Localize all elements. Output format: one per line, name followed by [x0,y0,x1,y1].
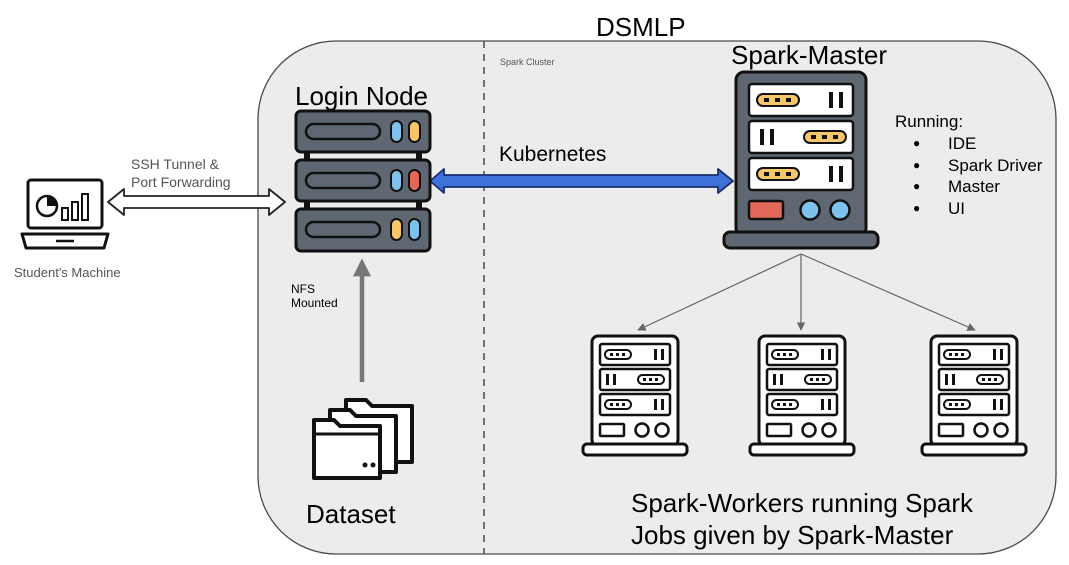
student-machine-label: Student's Machine [14,265,121,280]
running-item-spark-driver: Spark Driver [913,155,1042,177]
dataset-label: Dataset [306,499,396,529]
running-item-ui: UI [913,198,1042,220]
worker-arrow-3 [800,253,976,331]
worker-arrow-1 [637,253,802,331]
worker-server-icon-3 [920,334,1028,457]
workers-caption-line1: Spark-Workers running Spark [631,488,973,518]
workers-caption-line2: Jobs given by Spark-Master [631,520,954,550]
running-list: IDE Spark Driver Master UI [913,133,1042,219]
ssh-label-line1: SSH Tunnel & [131,156,219,172]
master-server-icon [722,70,880,250]
spark-master-label: Spark-Master [731,40,888,70]
worker-server-icon-2 [748,334,856,457]
kubernetes-arrow [429,168,734,194]
running-item-master: Master [913,176,1042,198]
server-rack-icon [294,109,432,253]
worker-server-icon-1 [581,334,689,457]
kubernetes-label: Kubernetes [499,143,607,166]
running-item-ide: IDE [913,133,1042,155]
ssh-arrow [107,188,286,216]
ssh-label-line2: Port Forwarding [131,174,231,190]
nfs-label-line2: Mounted [291,296,338,310]
nfs-label-line1: NFS [291,282,315,296]
diagram-title: DSMLP [596,12,686,42]
running-title: Running: [895,112,964,131]
folders-icon [312,398,414,480]
login-node-label: Login Node [295,81,428,111]
spark-cluster-label: Spark Cluster [500,57,555,67]
laptop-chart-icon [20,178,110,250]
